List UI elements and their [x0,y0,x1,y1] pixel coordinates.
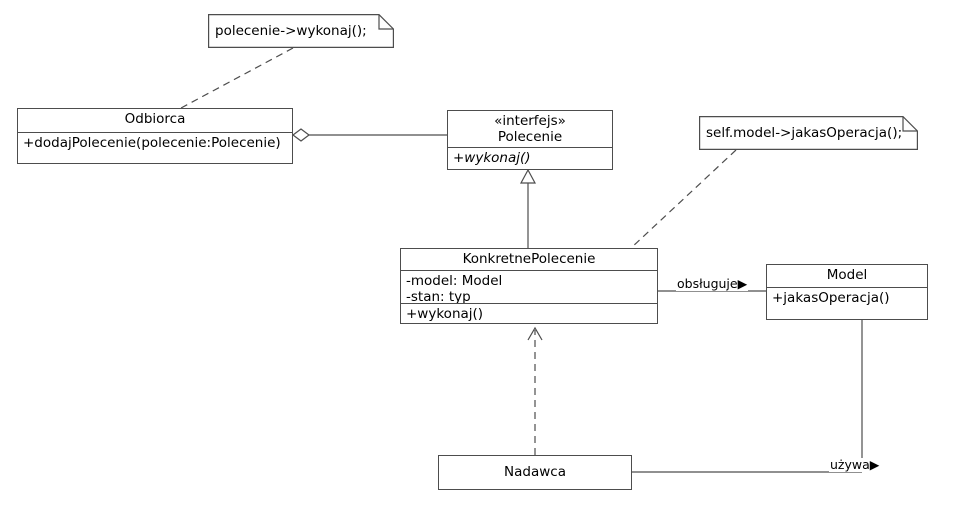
note-polecenie-wykonaj[interactable]: polecenie->wykonaj(); [208,14,394,48]
edge-label-obsluguje: obsługuje▶ [676,276,749,291]
class-konkretne-polecenie-operation-0: +wykonaj() [406,306,484,322]
class-konkretne-polecenie-attributes: -model: Model -stan: typ [401,270,657,305]
note-shape [208,14,394,48]
aggregation-diamond [292,128,310,142]
dependency-arrowhead [527,326,543,341]
note-shape [699,116,918,150]
class-odbiorca-title: Odbiorca [124,111,186,127]
class-polecenie-members: +wykonaj() [448,147,612,169]
class-konkretne-polecenie-operations: +wykonaj() [401,303,657,325]
class-model-member-0: +jakasOperacja() [772,290,890,306]
class-odbiorca-members: +dodajPolecenie(polecenie:Polecenie) [18,132,292,154]
note-polecenie-wykonaj-text: polecenie->wykonaj(); [215,23,367,39]
note-anchor-wykonaj [180,47,294,109]
class-model-title: Model [826,267,868,283]
class-odbiorca-member-0: +dodajPolecenie(polecenie:Polecenie) [23,135,281,151]
class-konkretne-polecenie-attribute-0: -model: Model [406,273,503,289]
note-self-model-operacja[interactable]: self.model->jakasOperacja(); [699,116,918,150]
class-polecenie-member-0: +wykonaj() [453,150,531,166]
class-konkretne-polecenie[interactable]: KonkretnePolecenie -model: Model -stan: … [400,248,658,324]
generalization-triangle [519,168,537,184]
class-odbiorca[interactable]: Odbiorca +dodajPolecenie(polecenie:Polec… [17,108,293,164]
class-konkretne-polecenie-attribute-1: -stan: typ [406,289,471,305]
class-polecenie-title: «interfejs» Polecenie [448,111,612,147]
class-nadawca-title: Nadawca [504,464,566,480]
class-polecenie[interactable]: «interfejs» Polecenie +wykonaj() [447,110,613,170]
class-polecenie-name: Polecenie [497,129,563,145]
note-self-model-operacja-text: self.model->jakasOperacja(); [706,125,903,141]
class-konkretne-polecenie-title: KonkretnePolecenie [462,251,596,267]
note-anchor-model [630,149,737,249]
edge-label-uzywa: używa▶ [829,457,881,472]
class-model-members: +jakasOperacja() [767,287,927,309]
class-model[interactable]: Model +jakasOperacja() [766,264,928,320]
class-nadawca[interactable]: Nadawca [438,455,632,490]
class-polecenie-stereotype: «interfejs» [494,113,566,129]
